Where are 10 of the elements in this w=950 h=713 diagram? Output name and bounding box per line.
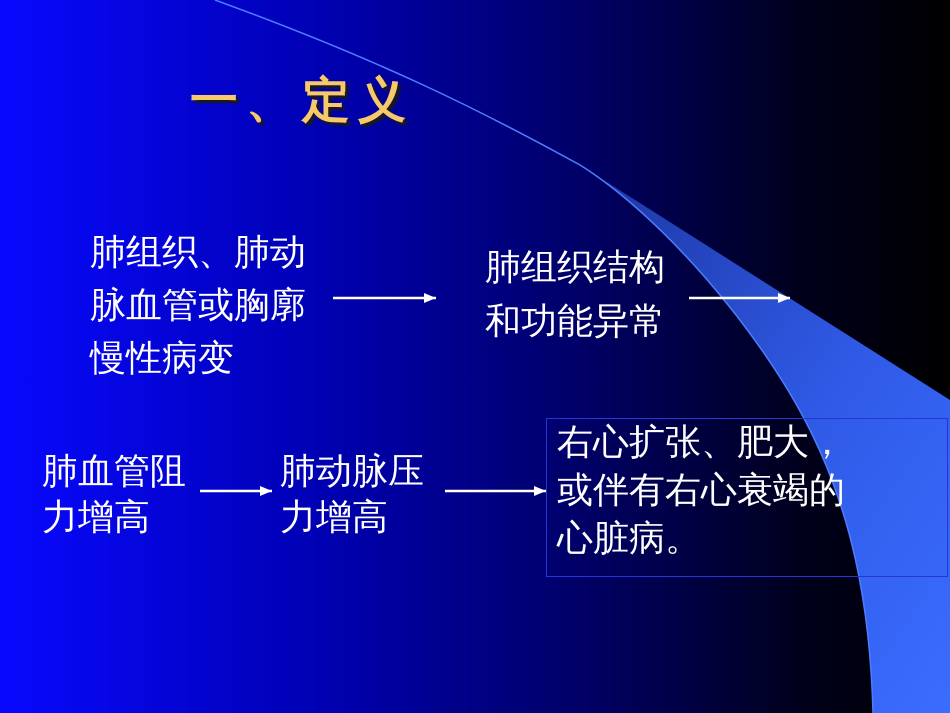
arrow xyxy=(333,293,436,303)
arrow xyxy=(689,293,790,303)
step-text: 肺血管阻力增高 xyxy=(42,450,187,540)
slide-title: 一、定义 xyxy=(190,72,414,128)
step-text: 肺动脉压力增高 xyxy=(280,450,425,540)
text-frame xyxy=(546,418,948,577)
step-text: 肺组织结构和功能异常 xyxy=(485,246,666,344)
step-text: 肺组织、肺动脉血管或胸廓慢性病变 xyxy=(90,231,307,381)
arrow xyxy=(445,486,546,496)
arrow xyxy=(200,486,272,496)
